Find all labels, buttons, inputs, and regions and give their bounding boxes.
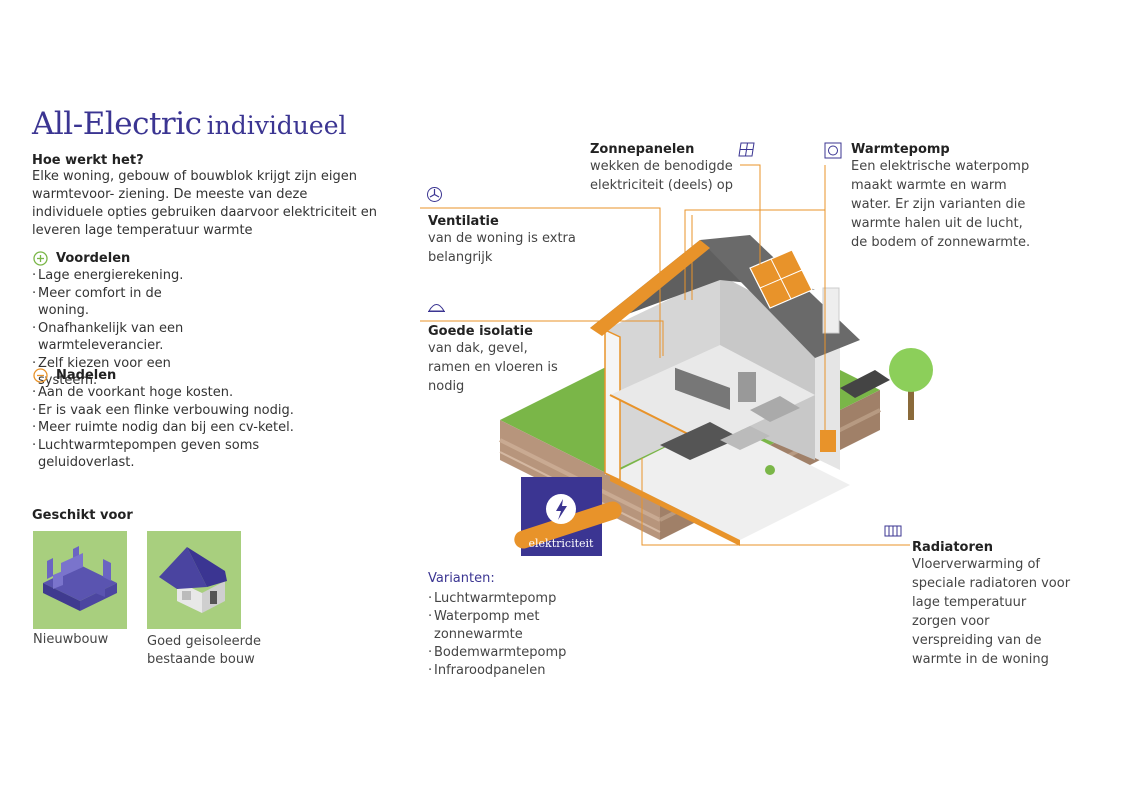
building-frame-icon <box>43 546 117 611</box>
radiatoren-heading: Radiatoren <box>912 540 993 555</box>
varianten-heading: Varianten: <box>428 571 495 586</box>
list-item: Luchtwarmtepompen geven soms geluidoverl… <box>32 437 302 472</box>
ventilatie-body: van de woning is extra belangrijk <box>428 231 576 265</box>
how-section: Hoe werkt het? Elke woning, gebouw of bo… <box>32 153 377 240</box>
list-item: Waterpomp met zonnewarmte <box>428 608 578 644</box>
bestaande-bouw-caption: Goed geisoleerde bestaande bouw <box>147 634 261 667</box>
radiatoren-label: Radiatoren Vloerverwarming of speciale r… <box>912 540 1072 669</box>
ventilatie-label: Ventilatie van de woning is extra belang… <box>428 214 578 267</box>
isolatie-heading: Goede isolatie <box>428 324 533 339</box>
list-item: Bodemwarmtepomp <box>428 644 578 662</box>
nadelen-section: Nadelen Aan de voorkant hoge kosten. Er … <box>32 367 352 472</box>
minus-circle-icon <box>33 368 48 383</box>
title-main: All-Electric <box>32 106 202 142</box>
fan-icon <box>427 187 442 202</box>
varianten-list: Luchtwarmtepomp Waterpomp met zonnewarmt… <box>428 590 578 680</box>
list-item: Lage energierekening. <box>32 267 212 285</box>
how-heading: Hoe werkt het? <box>32 153 144 168</box>
warmtepomp-body: Een elektrische waterpomp maakt warmte e… <box>851 159 1031 250</box>
list-item: Meer ruimte nodig dan bij een cv-ketel. <box>32 419 302 437</box>
callout-zonnepanelen <box>740 164 761 270</box>
list-item: Infraroodpanelen <box>428 662 578 680</box>
suit-bestaande-bouw: Goed geisoleerde bestaande bouw <box>147 531 267 669</box>
list-item: Luchtwarmtepomp <box>428 590 578 608</box>
warmtepomp-label: Warmtepomp Een elektrische waterpomp maa… <box>851 142 1041 252</box>
plus-circle-icon <box>33 251 48 266</box>
lightning-icon <box>556 499 567 520</box>
callout-radiatoren <box>641 458 910 546</box>
nadelen-list: Aan de voorkant hoge kosten. Er is vaak … <box>32 384 302 472</box>
radiatoren-body: Vloerverwarming of speciale radiatoren v… <box>912 557 1071 667</box>
callout-ventilatie <box>420 207 661 358</box>
title-sub: individueel <box>206 111 347 140</box>
suit-nieuwbouw: Nieuwbouw <box>33 531 127 649</box>
how-body: Elke woning, gebouw of bouwblok krijgt z… <box>32 169 377 238</box>
list-item: Meer comfort in de woning. <box>32 285 212 320</box>
zonnepanelen-body: wekken de benodigde elektriciteit (deels… <box>590 159 733 193</box>
list-item: Onafhankelijk van een warmteleverancier. <box>32 320 212 355</box>
house-icon <box>159 547 227 613</box>
heat-pump-icon <box>824 142 842 159</box>
solar-panel-icon <box>738 142 755 157</box>
callout-isolatie <box>420 320 664 356</box>
radiator-icon <box>884 525 902 537</box>
elektriciteit-label: elektriciteit <box>529 537 595 550</box>
voordelen-heading: Voordelen <box>56 251 131 266</box>
heat-pump-unit <box>820 430 836 452</box>
nadelen-heading: Nadelen <box>56 368 117 383</box>
bestaande-bouw-image <box>147 531 241 629</box>
list-item: Er is vaak een flinke verbouwing nodig. <box>32 402 302 420</box>
geschikt-heading: Geschikt voor <box>32 508 133 523</box>
list-item: Aan de voorkant hoge kosten. <box>32 384 302 402</box>
isolatie-label: Goede isolatie van dak, gevel, ramen en … <box>428 324 563 396</box>
zonnepanelen-label: Zonnepanelen wekken de benodigde elektri… <box>590 142 740 195</box>
insulation-dome-icon <box>428 304 445 312</box>
page-title: All-Electric individueel <box>32 106 347 142</box>
ventilatie-heading: Ventilatie <box>428 214 499 229</box>
warmtepomp-heading: Warmtepomp <box>851 142 950 157</box>
nieuwbouw-caption: Nieuwbouw <box>33 632 109 647</box>
isolatie-body: van dak, gevel, ramen en vloeren is nodi… <box>428 341 558 394</box>
nieuwbouw-image <box>33 531 127 629</box>
zonnepanelen-heading: Zonnepanelen <box>590 142 695 157</box>
house-illustration: elektriciteit <box>420 164 933 556</box>
